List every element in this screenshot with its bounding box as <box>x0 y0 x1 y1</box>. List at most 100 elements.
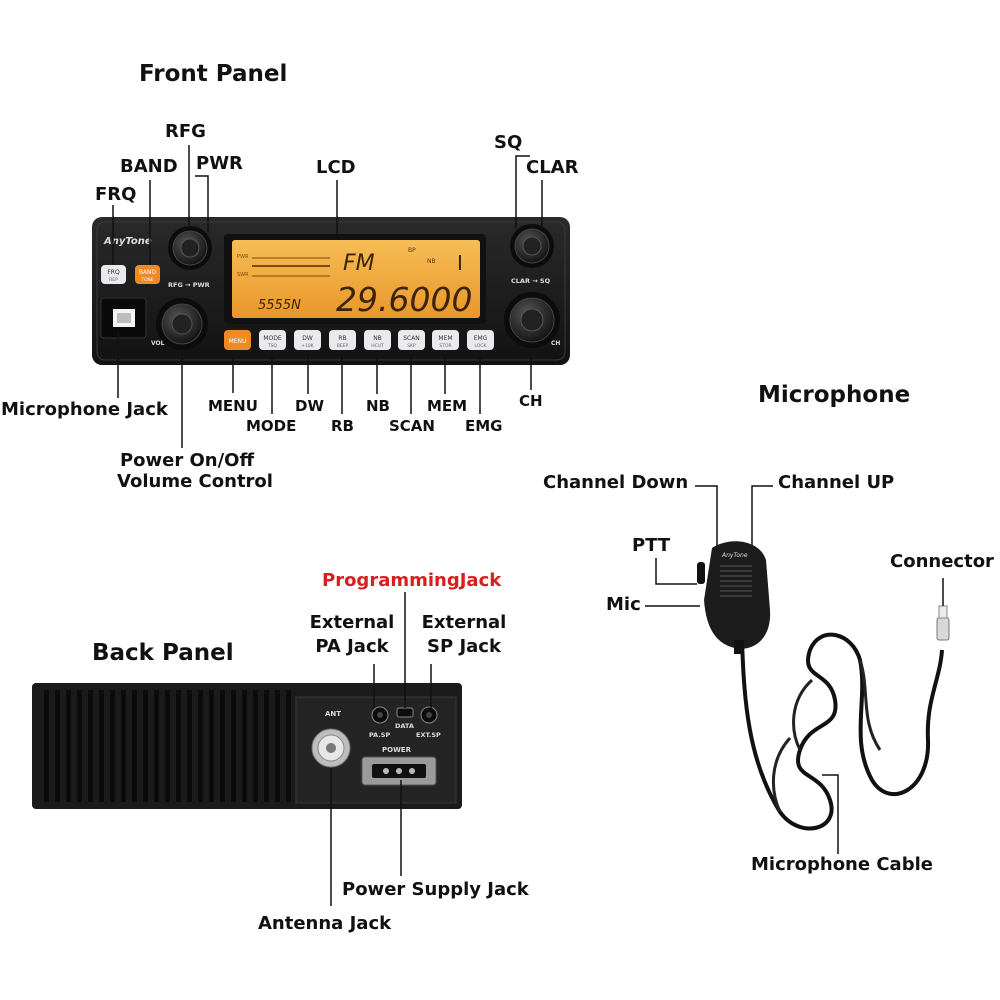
label-nb: NB <box>366 397 390 415</box>
rfg-pwr-knob <box>168 226 212 270</box>
radio-button-label: DW <box>302 335 313 342</box>
data-text: DATA <box>395 722 414 730</box>
label-band: BAND <box>120 156 178 177</box>
radio-button-sublabel: +10K <box>301 343 314 349</box>
microphone-title: Microphone <box>758 382 911 408</box>
connector-plug <box>936 605 950 641</box>
label-connector: Connector <box>890 551 994 572</box>
pa-sp-socket <box>371 706 389 724</box>
svg-text:BP: BP <box>408 247 416 254</box>
label-ptt: PTT <box>632 535 671 556</box>
volume-knob <box>156 298 208 350</box>
back-panel-radio: ANT PA.SP DATA EXT.SP POWER <box>32 683 462 809</box>
label-microphone-jack: Microphone Jack <box>1 399 168 420</box>
radio-button-sublabel: BEEP <box>337 343 349 349</box>
lcd-display: PWR SWR FM BP NB I 5555N 29.6000 <box>224 234 486 324</box>
pa-sp-text: PA.SP <box>369 731 390 739</box>
label-external-pa-2: PA Jack <box>315 636 389 657</box>
frq-button: FRQ REP <box>101 265 126 284</box>
antenna-socket <box>311 728 351 768</box>
band-button: BAND TONE <box>135 265 160 284</box>
label-rfg: RFG <box>165 121 206 142</box>
label-menu: MENU <box>208 397 258 415</box>
label-clar: CLAR <box>526 157 579 178</box>
radio-button-label: MENU <box>229 338 247 345</box>
label-lcd: LCD <box>316 157 356 178</box>
clar-sq-knob <box>510 224 554 268</box>
channel-knob <box>504 292 560 348</box>
label-channel-down: Channel Down <box>543 472 689 493</box>
front-panel-radio: AnyTone RFG → PWR FRQ REP BAND TONE <box>92 217 570 365</box>
label-pwr: PWR <box>196 153 243 174</box>
mic-grille <box>720 565 752 597</box>
vol-text: VOL <box>151 340 165 347</box>
svg-text:FRQ: FRQ <box>107 269 120 276</box>
svg-text:5555N: 5555N <box>258 298 301 313</box>
back-panel-title: Back Panel <box>92 640 234 666</box>
ext-sp-text: EXT.SP <box>416 731 441 739</box>
ext-sp-socket <box>420 706 438 724</box>
radio-button-sublabel: STOR <box>439 343 451 349</box>
mic-cable <box>740 632 944 831</box>
label-microphone-cable: Microphone Cable <box>751 854 933 875</box>
radio-button-label: NB <box>373 335 382 342</box>
label-mic: Mic <box>606 594 641 615</box>
clar-sq-text: CLAR → SQ <box>511 277 551 285</box>
radio-button-label: EMG <box>474 335 488 342</box>
label-external-pa-1: External <box>309 612 395 633</box>
mic-leader-lines <box>645 485 944 854</box>
label-external-sp-2: SP Jack <box>427 636 501 657</box>
label-mode: MODE <box>246 417 297 435</box>
ant-text: ANT <box>325 710 341 718</box>
front-panel-title: Front Panel <box>139 61 288 87</box>
label-mem: MEM <box>427 397 468 415</box>
svg-text:TONE: TONE <box>140 277 154 283</box>
label-power-volume-1: Power On/Off <box>119 450 255 471</box>
label-sq: SQ <box>494 132 523 153</box>
radio-button-label: SCAN <box>403 335 420 342</box>
label-channel-up: Channel UP <box>778 472 895 493</box>
heatsink-fins <box>44 690 291 802</box>
label-rb: RB <box>331 417 354 435</box>
svg-text:SWR: SWR <box>237 272 249 278</box>
label-power-supply-jack: Power Supply Jack <box>342 879 529 900</box>
label-emg: EMG <box>465 417 503 435</box>
svg-text:NB: NB <box>427 258 436 265</box>
svg-text:PWR: PWR <box>237 254 249 260</box>
radio-button-dw: DW+10K <box>294 330 321 350</box>
radio-button-sublabel: SKP <box>407 343 416 349</box>
mic-body: AnyTone <box>697 541 771 654</box>
radio-button-label: RB <box>338 335 346 342</box>
data-socket <box>396 707 414 718</box>
label-ch: CH <box>519 392 543 410</box>
label-external-sp-1: External <box>421 612 507 633</box>
radio-button-label: MODE <box>263 335 282 342</box>
microphone-jack-socket <box>100 297 147 339</box>
mic-brand: AnyTone <box>721 552 748 559</box>
radio-button-sublabel: TSQ <box>267 343 278 349</box>
radio-button-menu: MENU <box>224 330 251 350</box>
label-programming-jack: ProgrammingJack <box>322 570 502 591</box>
microphone-device: AnyTone <box>697 541 950 831</box>
radio-brand: AnyTone <box>103 236 152 247</box>
radio-button-label: MEM <box>438 335 452 342</box>
svg-text:I: I <box>457 251 463 275</box>
svg-text:FM: FM <box>343 251 375 276</box>
svg-text:BAND: BAND <box>139 269 157 276</box>
label-dw: DW <box>295 397 324 415</box>
svg-text:REP: REP <box>109 277 118 283</box>
radio-button-sublabel: LOCK <box>475 343 488 349</box>
label-antenna-jack: Antenna Jack <box>258 913 392 934</box>
power-socket <box>361 756 437 786</box>
rfg-pwr-text: RFG → PWR <box>168 281 210 289</box>
power-text: POWER <box>382 746 412 754</box>
radio-button-sublabel: HCUT <box>371 343 384 349</box>
label-power-volume-2: Volume Control <box>117 471 273 492</box>
front-leader-lines <box>112 145 543 448</box>
